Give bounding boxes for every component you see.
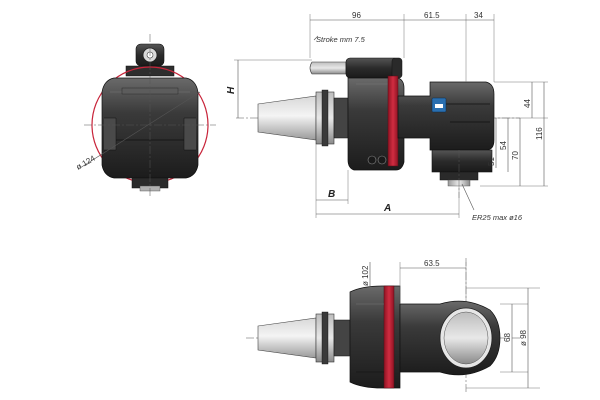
dim-A-label: A bbox=[383, 203, 391, 214]
er25-label: ER25 max ø16 bbox=[472, 213, 523, 222]
spindle-housing bbox=[431, 149, 493, 173]
dim-96-label: 96 bbox=[352, 11, 361, 20]
dim-102-label: ø 102 bbox=[361, 265, 370, 286]
dim-98-label: ø 98 bbox=[519, 329, 528, 346]
red-ring bbox=[387, 75, 399, 167]
dim-116-label: 116 bbox=[535, 127, 544, 140]
dim-34-label: 34 bbox=[474, 11, 483, 20]
dim-44-label: 44 bbox=[523, 99, 532, 108]
dim-63-label: 63.5 bbox=[424, 259, 440, 268]
flange-neck bbox=[333, 97, 349, 139]
dim-B-label: B bbox=[328, 189, 335, 200]
side-view: ø 124 bbox=[75, 34, 216, 196]
er25-leader bbox=[461, 183, 475, 211]
dim-54-label: 54 bbox=[499, 141, 508, 150]
side-flat-right bbox=[183, 117, 196, 151]
screw-1 bbox=[367, 155, 377, 165]
bottom-neck bbox=[333, 319, 351, 357]
screw-2 bbox=[377, 155, 387, 165]
bottom-flange-groove bbox=[321, 311, 329, 365]
angle-head bbox=[397, 81, 495, 151]
dim-51-label: 51 bbox=[487, 157, 496, 166]
taper-cone bbox=[257, 95, 317, 141]
dim-61-label: 61.5 bbox=[424, 11, 440, 20]
main-view: 96 61.5 34 Stroke mm 7.5 H 44 116 70 54 … bbox=[226, 11, 548, 222]
dim-68-label: 68 bbox=[503, 333, 512, 342]
stop-pin bbox=[309, 61, 347, 75]
bottom-bore-inner bbox=[443, 311, 489, 365]
flange-groove bbox=[321, 89, 329, 147]
d124-leader bbox=[79, 91, 201, 169]
stop-block bbox=[345, 57, 399, 79]
logo-mark bbox=[435, 104, 443, 108]
stroke-arrow bbox=[313, 35, 319, 41]
stroke-label: Stroke mm 7.5 bbox=[316, 35, 366, 44]
bottom-taper bbox=[257, 317, 317, 359]
side-flat-left bbox=[104, 117, 117, 151]
bottom-view: 63.5 ø 102 68 ø 98 bbox=[246, 258, 540, 394]
bottom-red-ring bbox=[383, 285, 395, 389]
d124-label: ø 124 bbox=[75, 153, 98, 171]
stop-cap bbox=[391, 57, 403, 79]
dim-70-label: 70 bbox=[511, 151, 520, 160]
dim-H-label: H bbox=[226, 86, 237, 94]
